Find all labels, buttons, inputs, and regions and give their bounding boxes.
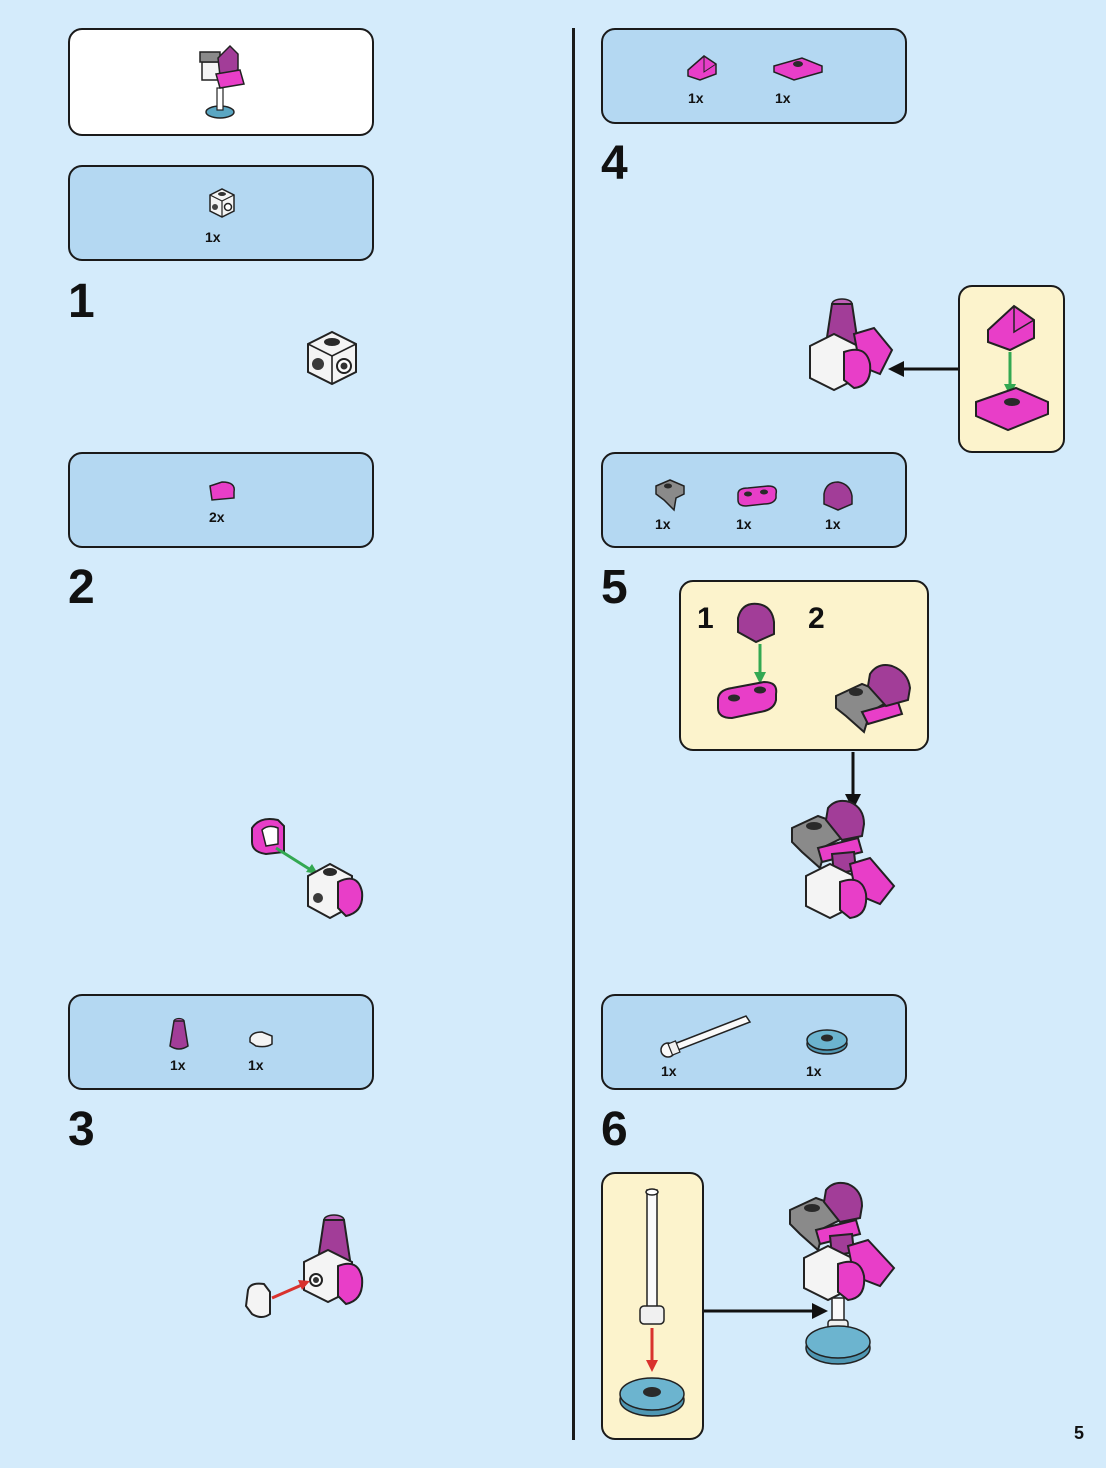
step-6-callout-art bbox=[619, 1188, 685, 1417]
gray-bracket-icon bbox=[655, 479, 685, 512]
purple-curved-slope-icon bbox=[823, 481, 853, 511]
step-5-part-qty-1: 1x bbox=[655, 516, 671, 532]
step-4-callout-art bbox=[975, 304, 1049, 432]
purple-cone-icon bbox=[169, 1017, 189, 1050]
column-divider bbox=[572, 28, 575, 1440]
step-5-callout-art bbox=[717, 602, 912, 734]
step-4-part-qty-1: 1x bbox=[688, 90, 704, 106]
white-tile-icon bbox=[249, 1031, 273, 1048]
step-3-number: 3 bbox=[68, 1103, 95, 1156]
white-bar-icon bbox=[660, 1015, 752, 1058]
step-6-part-qty-1: 1x bbox=[661, 1063, 677, 1079]
step-5-down-arrow bbox=[845, 752, 861, 810]
step-1-assembly bbox=[307, 330, 357, 386]
step-2-part-qty: 2x bbox=[209, 509, 225, 525]
step-1-number: 1 bbox=[68, 275, 95, 328]
step-1-part-qty: 1x bbox=[205, 229, 221, 245]
completed-model bbox=[789, 1181, 896, 1365]
pink-jumper-plate-icon bbox=[773, 57, 823, 81]
step-3-parts-panel bbox=[68, 994, 374, 1090]
step-3-assembly bbox=[244, 1214, 364, 1318]
step-4-assembly bbox=[809, 298, 960, 392]
step-6-right-arrow bbox=[704, 1303, 828, 1319]
step-3-part-qty-2: 1x bbox=[248, 1057, 264, 1073]
step-5-assembly bbox=[791, 799, 896, 920]
step-5-part-qty-2: 1x bbox=[736, 516, 752, 532]
step-2-number: 2 bbox=[68, 561, 95, 614]
step-4-part-qty-2: 1x bbox=[775, 90, 791, 106]
step-5-number: 5 bbox=[601, 561, 628, 614]
white-brick-icon bbox=[209, 188, 235, 218]
step-5-substep-1: 1 bbox=[697, 602, 714, 635]
step-2-parts-panel bbox=[68, 452, 374, 548]
pink-slope-icon bbox=[687, 55, 717, 81]
step-6-number: 6 bbox=[601, 1103, 628, 1156]
step-4-number: 4 bbox=[601, 137, 628, 190]
teal-round-tile-icon bbox=[806, 1029, 848, 1055]
step-2-assembly bbox=[251, 818, 364, 920]
step-5-part-qty-3: 1x bbox=[825, 516, 841, 532]
step-5-substep-2: 2 bbox=[808, 602, 825, 635]
step-6-parts-panel bbox=[601, 994, 907, 1090]
step-6-part-qty-2: 1x bbox=[806, 1063, 822, 1079]
step-3-part-qty-1: 1x bbox=[170, 1057, 186, 1073]
step-4-parts-panel bbox=[601, 28, 907, 124]
pink-curved-slope-icon bbox=[209, 481, 235, 501]
page-number: 5 bbox=[1073, 1423, 1084, 1443]
mini-model-icon bbox=[199, 44, 245, 119]
pink-plate-icon bbox=[737, 485, 778, 507]
